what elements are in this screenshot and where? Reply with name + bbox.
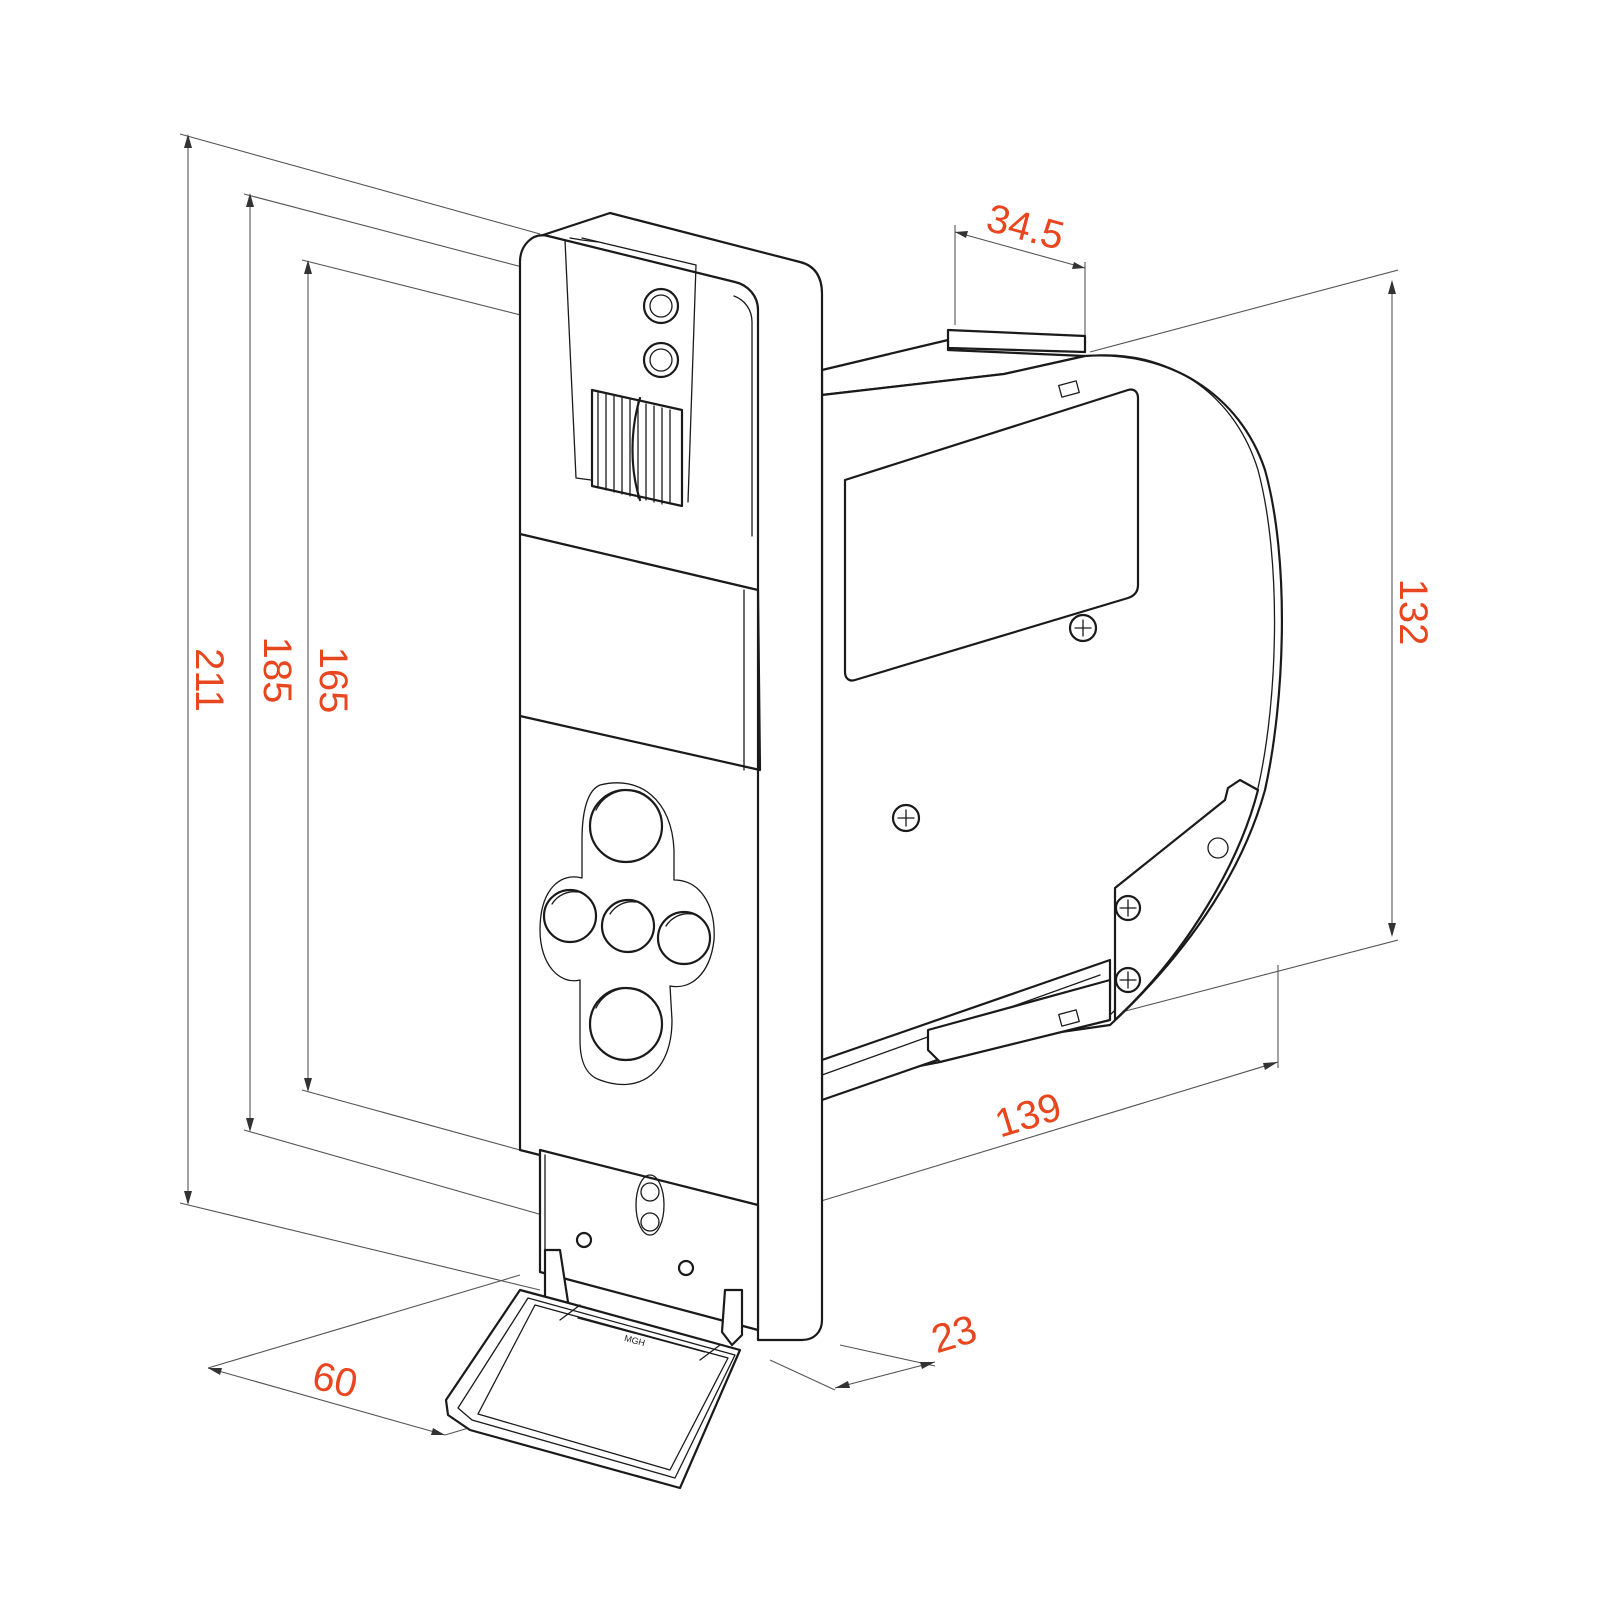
slot-icon	[1058, 380, 1080, 1027]
keypad	[539, 782, 715, 1086]
indicator-light-icon	[642, 341, 680, 379]
dimension-label-60: 60	[308, 1354, 361, 1407]
dimension-label-211: 211	[187, 648, 231, 712]
dimension-label-34-5: 34.5	[982, 196, 1069, 259]
button-right[interactable]	[656, 910, 712, 966]
dimension-label-165: 165	[311, 647, 355, 714]
side-housing	[820, 328, 1284, 1102]
dimension-labels: 211 185 165 34.5 132 139 23 60	[187, 196, 1435, 1407]
front-faceplate	[518, 211, 824, 1342]
button-icon	[588, 788, 664, 864]
screw-icon	[891, 803, 921, 833]
button-icon	[600, 898, 656, 954]
screw-icon	[1068, 613, 1098, 643]
button-icon	[588, 986, 664, 1062]
indicator-light-icon	[642, 287, 680, 325]
screw-icon	[1114, 894, 1142, 922]
bottom-light-icon	[635, 1174, 665, 1236]
button-icon	[542, 888, 598, 944]
dimension-label-23: 23	[926, 1307, 981, 1362]
screw-icon	[1114, 966, 1142, 994]
button-down[interactable]	[588, 986, 664, 1062]
hole-icon	[677, 1259, 695, 1277]
button-center[interactable]	[600, 898, 656, 954]
hole-icon	[1207, 837, 1229, 859]
dimension-label-132: 132	[1391, 579, 1435, 646]
dimension-label-139: 139	[990, 1085, 1067, 1147]
hole-icon	[575, 1231, 593, 1249]
roller-wheel-icon	[590, 388, 684, 508]
button-up[interactable]	[588, 788, 664, 864]
dimension-label-185: 185	[255, 637, 299, 704]
folding-flap: MGH	[444, 1248, 744, 1490]
button-icon	[656, 910, 712, 966]
dimension-arrows	[184, 134, 1396, 1435]
button-left[interactable]	[542, 888, 598, 944]
